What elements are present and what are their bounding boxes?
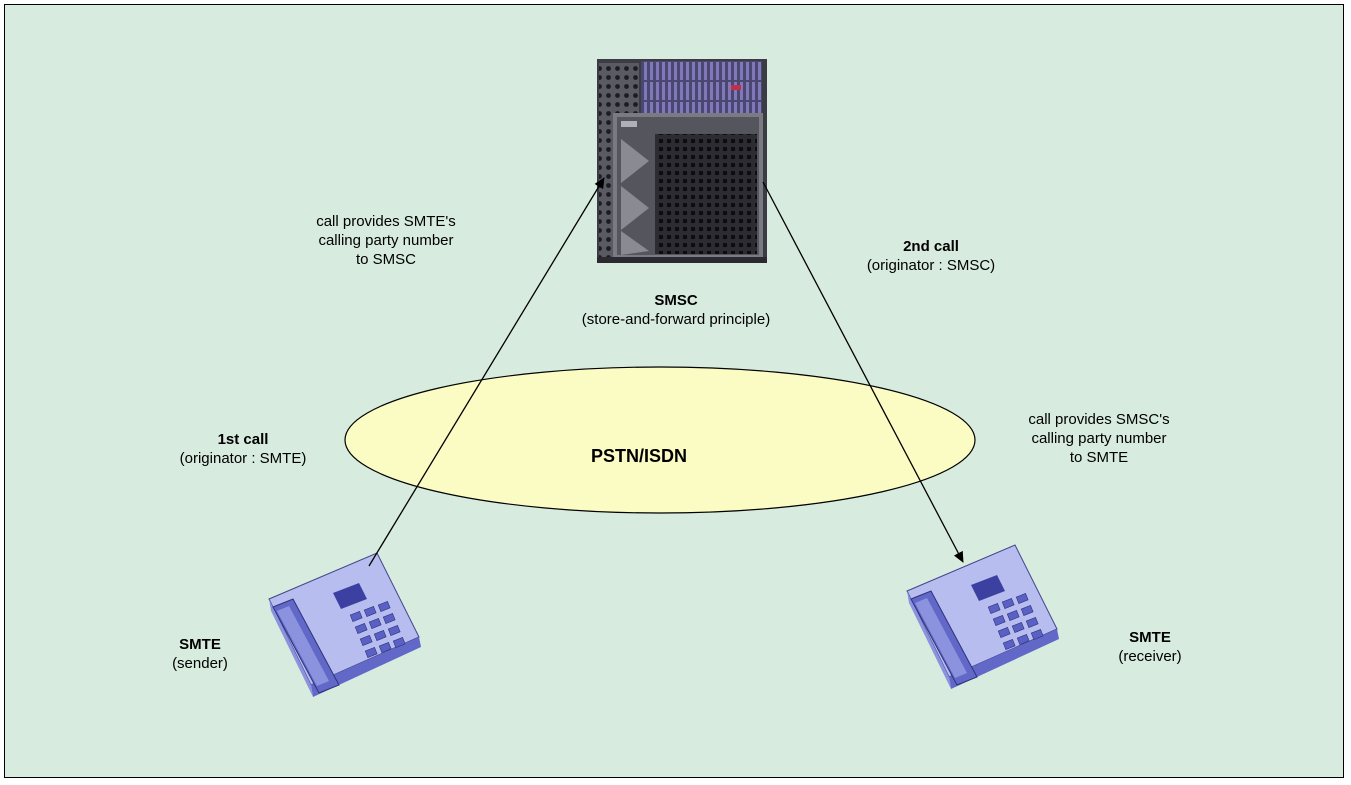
right-call-note-line1: call provides SMSC's bbox=[1028, 411, 1170, 428]
second-call-subtitle: (originator : SMSC) bbox=[866, 257, 996, 274]
network-label: PSTN/ISDN bbox=[591, 446, 688, 466]
second-call-title: 2nd call bbox=[903, 238, 959, 255]
right-call-note: call provides SMSC's calling party numbe… bbox=[989, 410, 1209, 467]
left-call-note-line3: to SMSC bbox=[355, 251, 416, 268]
receiver-telephone-icon bbox=[906, 544, 1059, 689]
sender-telephone-icon bbox=[268, 552, 421, 697]
left-call-note: call provides SMTE's calling party numbe… bbox=[301, 212, 471, 269]
second-call-arrow bbox=[762, 181, 964, 563]
server-icon bbox=[597, 59, 767, 263]
smsc-title: SMSC bbox=[654, 292, 698, 309]
receiver-label: SMTE (receiver) bbox=[1095, 628, 1205, 666]
right-call-note-line2: calling party number bbox=[1031, 430, 1167, 447]
second-call-label: 2nd call (originator : SMSC) bbox=[841, 237, 1021, 275]
sender-label: SMTE (sender) bbox=[155, 635, 245, 673]
sender-subtitle: (sender) bbox=[172, 655, 228, 672]
first-call-arrow bbox=[368, 177, 605, 567]
network-ellipse bbox=[344, 366, 976, 514]
receiver-subtitle: (receiver) bbox=[1118, 648, 1182, 665]
receiver-title: SMTE bbox=[1129, 629, 1171, 646]
sender-title: SMTE bbox=[179, 636, 221, 653]
first-call-subtitle: (originator : SMTE) bbox=[179, 450, 307, 467]
first-call-label: 1st call (originator : SMTE) bbox=[153, 430, 333, 468]
right-call-note-line3: to SMTE bbox=[1069, 449, 1129, 466]
diagram-canvas: call provides SMTE's calling party numbe… bbox=[4, 4, 1344, 778]
smsc-subtitle: (store-and-forward principle) bbox=[581, 311, 771, 328]
smsc-label: SMSC (store-and-forward principle) bbox=[571, 291, 781, 329]
left-call-note-line2: calling party number bbox=[318, 232, 454, 249]
left-call-note-line1: call provides SMTE's bbox=[316, 213, 456, 230]
first-call-title: 1st call bbox=[217, 431, 269, 448]
